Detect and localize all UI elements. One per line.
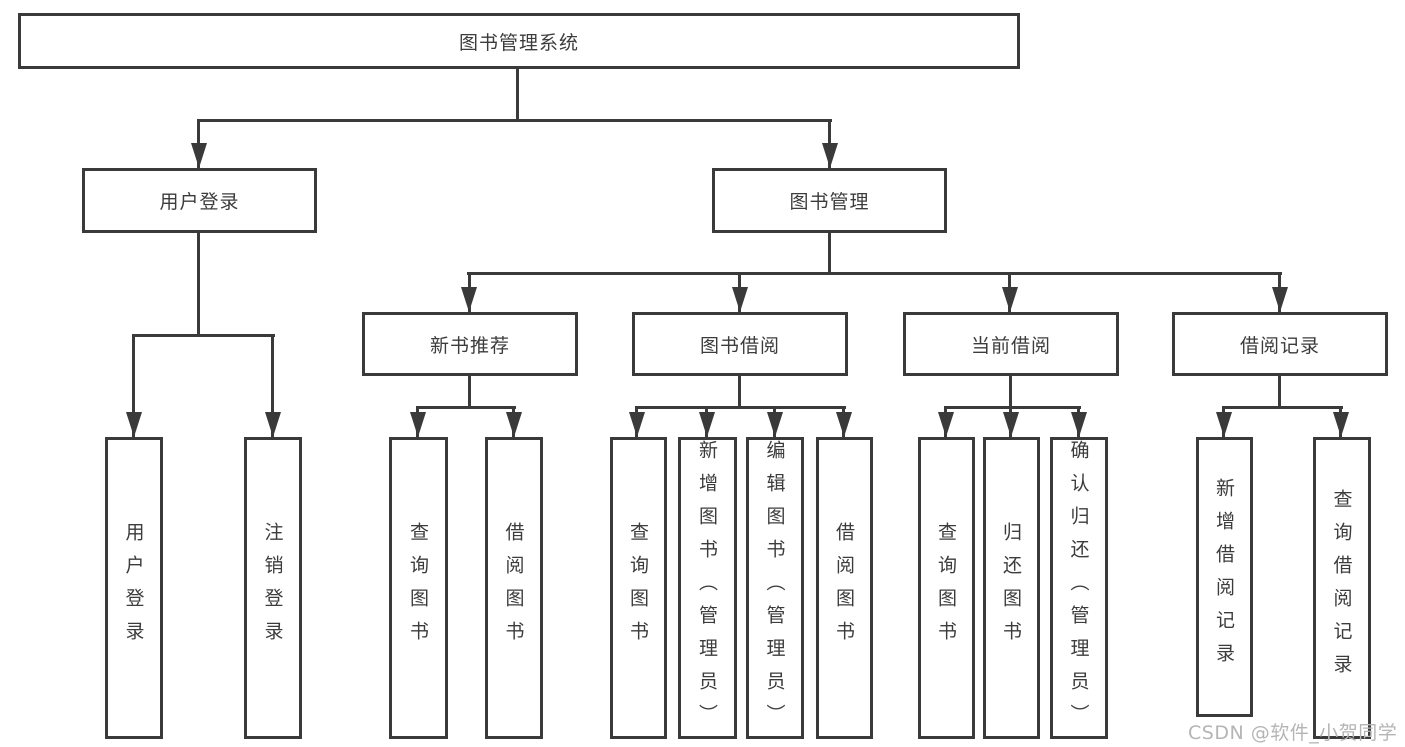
arrow-to-leaf-query-book-recommend [410, 412, 426, 437]
arrow-to-leaf-add-book-admin [699, 412, 715, 437]
connector-user-login-bar [132, 334, 275, 337]
arrow-to-leaf-borrow-book-recommend [506, 412, 522, 437]
arrow-to-leaf-return-book [1003, 412, 1019, 437]
node-root-label: 图书管理系统 [458, 31, 579, 54]
leaf-query-book-recommend-label: 查询图书 [407, 522, 429, 654]
connector-book-management-drop [828, 233, 831, 274]
leaf-query-book-current: 查询图书 [918, 437, 975, 739]
node-book-borrow-label: 图书借阅 [699, 334, 780, 357]
leaf-return-book-label: 归还图书 [1000, 522, 1022, 654]
connector-new-book-recommend-drop [468, 376, 471, 408]
node-user-login-label: 用户登录 [159, 191, 240, 213]
leaf-add-borrow-record: 新增借阅记录 [1196, 437, 1253, 717]
leaf-user-login-label: 用户登录 [122, 522, 145, 654]
node-borrow-record: 借阅记录 [1172, 312, 1388, 376]
leaf-user-login: 用户登录 [105, 437, 163, 739]
arrow-to-current-borrow [1002, 287, 1018, 312]
arrow-to-user-login [191, 143, 207, 168]
leaf-query-borrow-record-label: 查询借阅记录 [1330, 489, 1353, 687]
node-new-book-recommend-label: 新书推荐 [429, 334, 510, 357]
node-user-login: 用户登录 [82, 168, 317, 233]
leaf-borrow-book-label: 借阅图书 [833, 522, 855, 654]
leaf-query-book-recommend: 查询图书 [389, 437, 448, 739]
arrow-to-new-book-recommend [461, 287, 477, 312]
arrow-to-leaf-query-borrow-record [1333, 412, 1349, 437]
leaf-add-book-admin: 新增图书（管理员） [678, 437, 737, 739]
arrow-to-book-borrow [732, 287, 748, 312]
leaf-edit-book-admin-label: 编辑图书（管理员） [763, 440, 786, 737]
arrow-to-leaf-add-borrow-record [1216, 412, 1232, 437]
leaf-query-borrow-record: 查询借阅记录 [1313, 437, 1371, 739]
arrow-to-leaf-borrow-book [836, 412, 852, 437]
connector-level2-bar [467, 272, 1282, 275]
connector-borrow-record-bar [1222, 406, 1343, 409]
node-root: 图书管理系统 [18, 13, 1020, 69]
leaf-borrow-book-recommend: 借阅图书 [485, 437, 543, 739]
leaf-confirm-return-admin: 确认归还（管理员） [1050, 437, 1108, 739]
arrow-to-leaf-query-book-borrow [629, 412, 645, 437]
arrow-to-leaf-query-book-current [938, 412, 954, 437]
connector-user-login-drop [197, 233, 200, 335]
node-current-borrow: 当前借阅 [903, 312, 1119, 376]
connector-current-borrow-drop [1009, 376, 1012, 408]
leaf-borrow-book-recommend-label: 借阅图书 [502, 522, 525, 654]
node-new-book-recommend: 新书推荐 [362, 312, 578, 376]
connector-borrow-record-drop [1278, 376, 1281, 408]
connector-to-leaf-user-login [132, 334, 135, 437]
node-borrow-record-label: 借阅记录 [1239, 334, 1320, 357]
arrow-to-book-management [822, 143, 838, 168]
leaf-edit-book-admin: 编辑图书（管理员） [746, 437, 804, 739]
connector-level1-bar [197, 119, 832, 122]
leaf-borrow-book: 借阅图书 [816, 437, 873, 739]
leaf-logout: 注销登录 [244, 437, 302, 739]
arrow-to-leaf-edit-book-admin [767, 412, 783, 437]
arrow-to-leaf-user-login [126, 412, 142, 437]
connector-new-book-recommend-bar [416, 406, 516, 409]
arrow-to-leaf-confirm-return-admin [1071, 412, 1087, 437]
connector-book-borrow-bar [635, 406, 846, 409]
connector-current-borrow-bar [944, 406, 1081, 409]
watermark: CSDN @软件_小贺同学 [1188, 722, 1398, 744]
node-book-management-label: 图书管理 [789, 191, 870, 213]
leaf-query-book-borrow-label: 查询图书 [627, 522, 649, 654]
leaf-add-book-admin-label: 新增图书（管理员） [696, 440, 718, 737]
leaf-query-book-borrow: 查询图书 [610, 437, 667, 739]
arrow-to-leaf-logout [265, 412, 281, 437]
connector-to-leaf-logout [271, 334, 274, 437]
leaf-query-book-current-label: 查询图书 [935, 522, 957, 654]
leaf-add-borrow-record-label: 新增借阅记录 [1213, 478, 1235, 676]
connector-book-borrow-drop [738, 376, 741, 408]
arrow-to-borrow-record [1272, 287, 1288, 312]
node-book-borrow: 图书借阅 [632, 312, 848, 376]
node-book-management: 图书管理 [712, 168, 947, 233]
leaf-confirm-return-admin-label: 确认归还（管理员） [1067, 440, 1090, 737]
connector-root-drop [516, 69, 519, 120]
leaf-return-book: 归还图书 [983, 437, 1040, 739]
node-current-borrow-label: 当前借阅 [970, 334, 1051, 357]
leaf-logout-label: 注销登录 [261, 522, 284, 654]
